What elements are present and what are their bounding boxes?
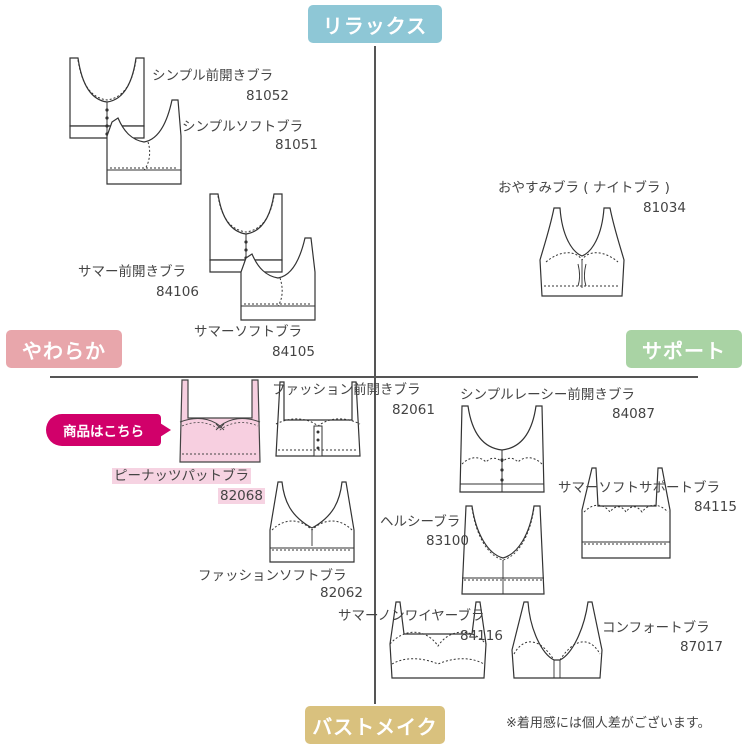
bra-illustration-84116[interactable] [386,600,490,682]
product-name-84106[interactable]: サマー前開きブラ [78,264,186,280]
bra-illustration-84115[interactable] [578,466,674,562]
bra-illustration-82062[interactable] [266,480,358,566]
axis-label-relax: リラックス [308,5,442,43]
product-code-84115: 84115 [694,499,737,515]
product-code-82062: 82062 [320,585,363,601]
product-code-84087: 84087 [612,406,655,422]
bra-illustration-83100[interactable] [458,504,548,598]
horizontal-axis [50,376,698,378]
product-name-81051[interactable]: シンプルソフトブラ [182,119,304,135]
product-name-84087[interactable]: シンプルレーシー前開きブラ [460,387,635,403]
bra-illustration-81034[interactable] [536,206,628,300]
product-code-82068: 82068 [218,486,265,506]
product-name-82062[interactable]: ファッションソフトブラ [198,568,347,584]
product-name-84115[interactable]: サマーソフトサポートブラ [558,480,720,496]
product-name-83100[interactable]: ヘルシーブラ [380,514,461,530]
product-name-82068-text[interactable]: ピーナッツパットブラ [112,468,251,484]
product-name-84105[interactable]: サマーソフトブラ [194,324,302,340]
product-code-87017: 87017 [680,639,723,655]
bra-illustration-84105[interactable] [238,236,318,322]
axis-label-support: サポート [626,330,742,368]
bra-illustration-81052[interactable] [66,56,148,144]
product-code-84106: 84106 [156,284,199,300]
axis-label-soft: やわらか [6,330,122,368]
product-code-81034: 81034 [643,200,686,216]
bra-illustration-84087[interactable] [456,404,548,496]
bra-illustration-87017[interactable] [510,600,604,682]
product-name-81052[interactable]: シンプル前開きブラ [152,68,274,84]
bra-illustration-82068[interactable] [176,378,264,464]
fit-disclaimer-note: ※着用感には個人差がございます。 [506,716,711,731]
product-code-83100: 83100 [426,533,469,549]
product-name-82061[interactable]: ファッション前開きブラ [272,382,421,398]
product-code-81052: 81052 [246,88,289,104]
product-name-87017[interactable]: コンフォートブラ [602,620,710,636]
axis-label-bust-make: バストメイク [305,706,445,744]
vertical-axis [374,46,376,704]
shop-here-button[interactable]: 商品はこちら [46,414,171,446]
product-name-82068[interactable]: ピーナッツパットブラ [112,466,251,486]
product-code-82061: 82061 [392,402,435,418]
product-name-84116[interactable]: サマーノンワイヤーブラ [338,608,485,624]
product-code-84116: 84116 [460,628,503,644]
bra-illustration-82061[interactable] [272,380,364,460]
product-name-81034[interactable]: おやすみブラ ( ナイトブラ ) [498,180,670,196]
bra-illustration-81051[interactable] [104,98,184,186]
product-code-81051: 81051 [275,137,318,153]
product-code-84105: 84105 [272,344,315,360]
product-code-82068-text: 82068 [218,488,265,504]
